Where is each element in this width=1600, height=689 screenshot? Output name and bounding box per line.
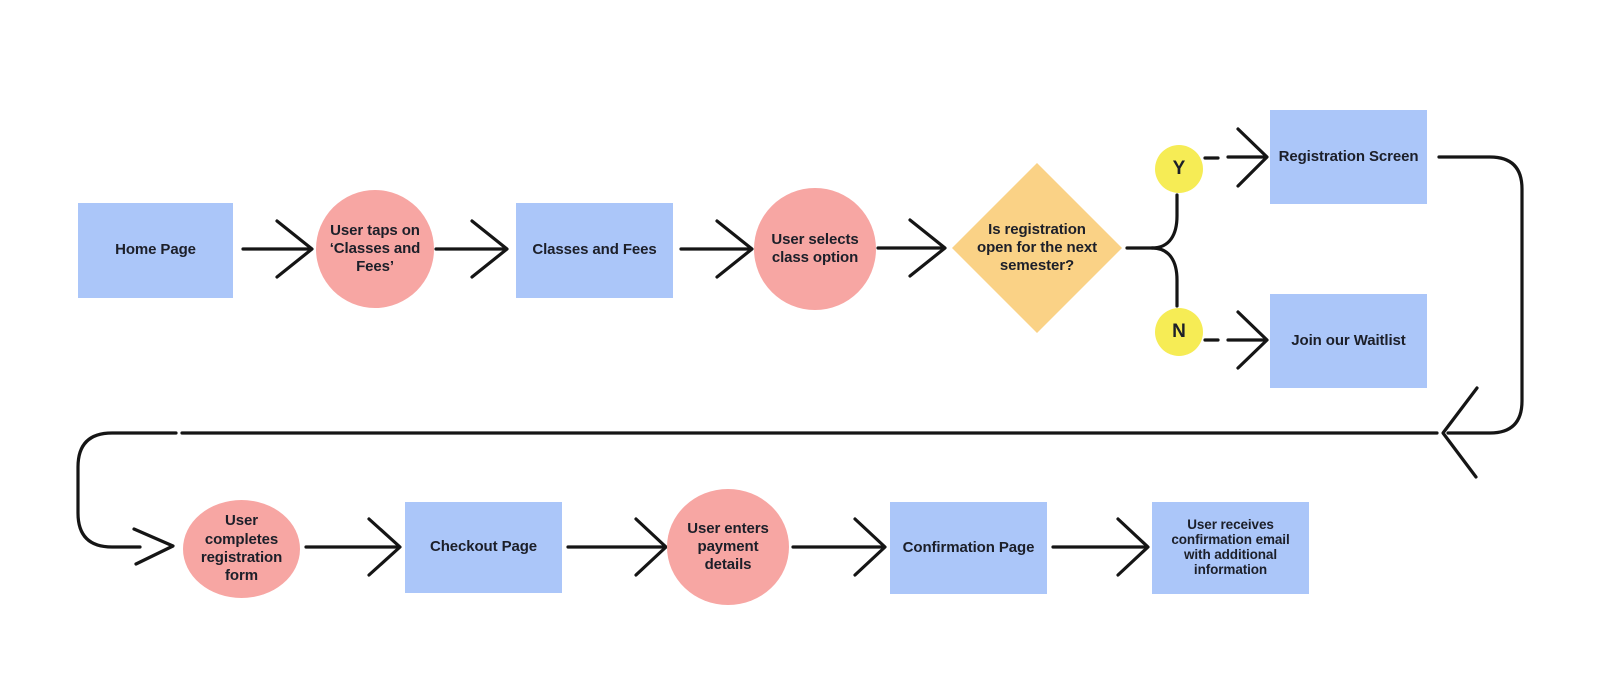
node-join-our-waitlist: Join our Waitlist	[1270, 294, 1427, 388]
node-registration-screen: Registration Screen	[1270, 110, 1427, 204]
node-classes-and-fees-label: Classes and Fees	[532, 241, 657, 259]
node-user-enters-payment-details-label: User enters payment details	[687, 519, 769, 574]
node-confirmation-page: Confirmation Page	[890, 502, 1047, 594]
branch-no-circle: N	[1155, 308, 1203, 356]
node-user-selects-class-option: User selects class option	[754, 188, 876, 310]
branch-yes-label: Y	[1172, 158, 1186, 180]
edge-loopback-arrowhead-right	[132, 527, 175, 566]
edge-completes-to-checkout-arrowhead	[367, 517, 402, 577]
edge-no-to-waitlist-arrowhead	[1236, 310, 1269, 370]
node-confirmation-page-label: Confirmation Page	[902, 538, 1035, 556]
edge-payment-to-confirmation-arrowhead	[853, 517, 887, 577]
node-home-page: Home Page	[78, 203, 233, 298]
node-registration-screen-label: Registration Screen	[1278, 147, 1419, 165]
node-user-selects-class-option-label: User selects class option	[771, 230, 859, 266]
branch-no-label: N	[1172, 321, 1186, 343]
node-confirmation-email-info: User receives confirmation email with ad…	[1152, 502, 1309, 594]
edge-decision-fork-no-curve	[1150, 246, 1179, 308]
node-confirmation-email-info-label: User receives confirmation email with ad…	[1171, 517, 1290, 577]
edge-decision-fork-yes-curve	[1150, 193, 1179, 250]
node-classes-and-fees: Classes and Fees	[516, 203, 673, 298]
node-user-taps-classes-and-fees-label: User taps on ‘Classes and Fees’	[329, 221, 421, 276]
edge-loopback-left-curve	[76, 431, 178, 549]
node-user-completes-registration-form-label: User completes registration form	[200, 512, 283, 585]
edge-classes-to-selects-arrowhead	[715, 219, 754, 279]
node-join-our-waitlist-label: Join our Waitlist	[1291, 331, 1406, 349]
node-checkout-page: Checkout Page	[405, 502, 562, 593]
edge-checkout-to-payment-arrowhead	[634, 517, 668, 577]
edge-yes-to-registration-arrowhead	[1236, 127, 1269, 188]
node-user-enters-payment-details: User enters payment details	[667, 489, 789, 605]
branch-yes-circle: Y	[1155, 145, 1203, 193]
edge-home-to-taps-arrowhead	[275, 219, 314, 279]
node-user-taps-classes-and-fees: User taps on ‘Classes and Fees’	[316, 190, 434, 308]
node-decision-registration-open-label: Is registration open for the next semest…	[977, 220, 1097, 275]
node-checkout-page-label: Checkout Page	[429, 538, 538, 556]
edge-loopback-right-curve	[1437, 155, 1524, 435]
edge-confirmation-to-email-arrowhead	[1116, 517, 1150, 577]
edge-selects-to-decision-arrowhead	[908, 218, 947, 278]
edge-taps-to-classes-arrowhead	[470, 219, 509, 279]
node-user-completes-registration-form: User completes registration form	[183, 500, 300, 598]
node-home-page-label: Home Page	[115, 241, 196, 259]
edge-loopback-arrowhead-left	[1441, 386, 1479, 479]
